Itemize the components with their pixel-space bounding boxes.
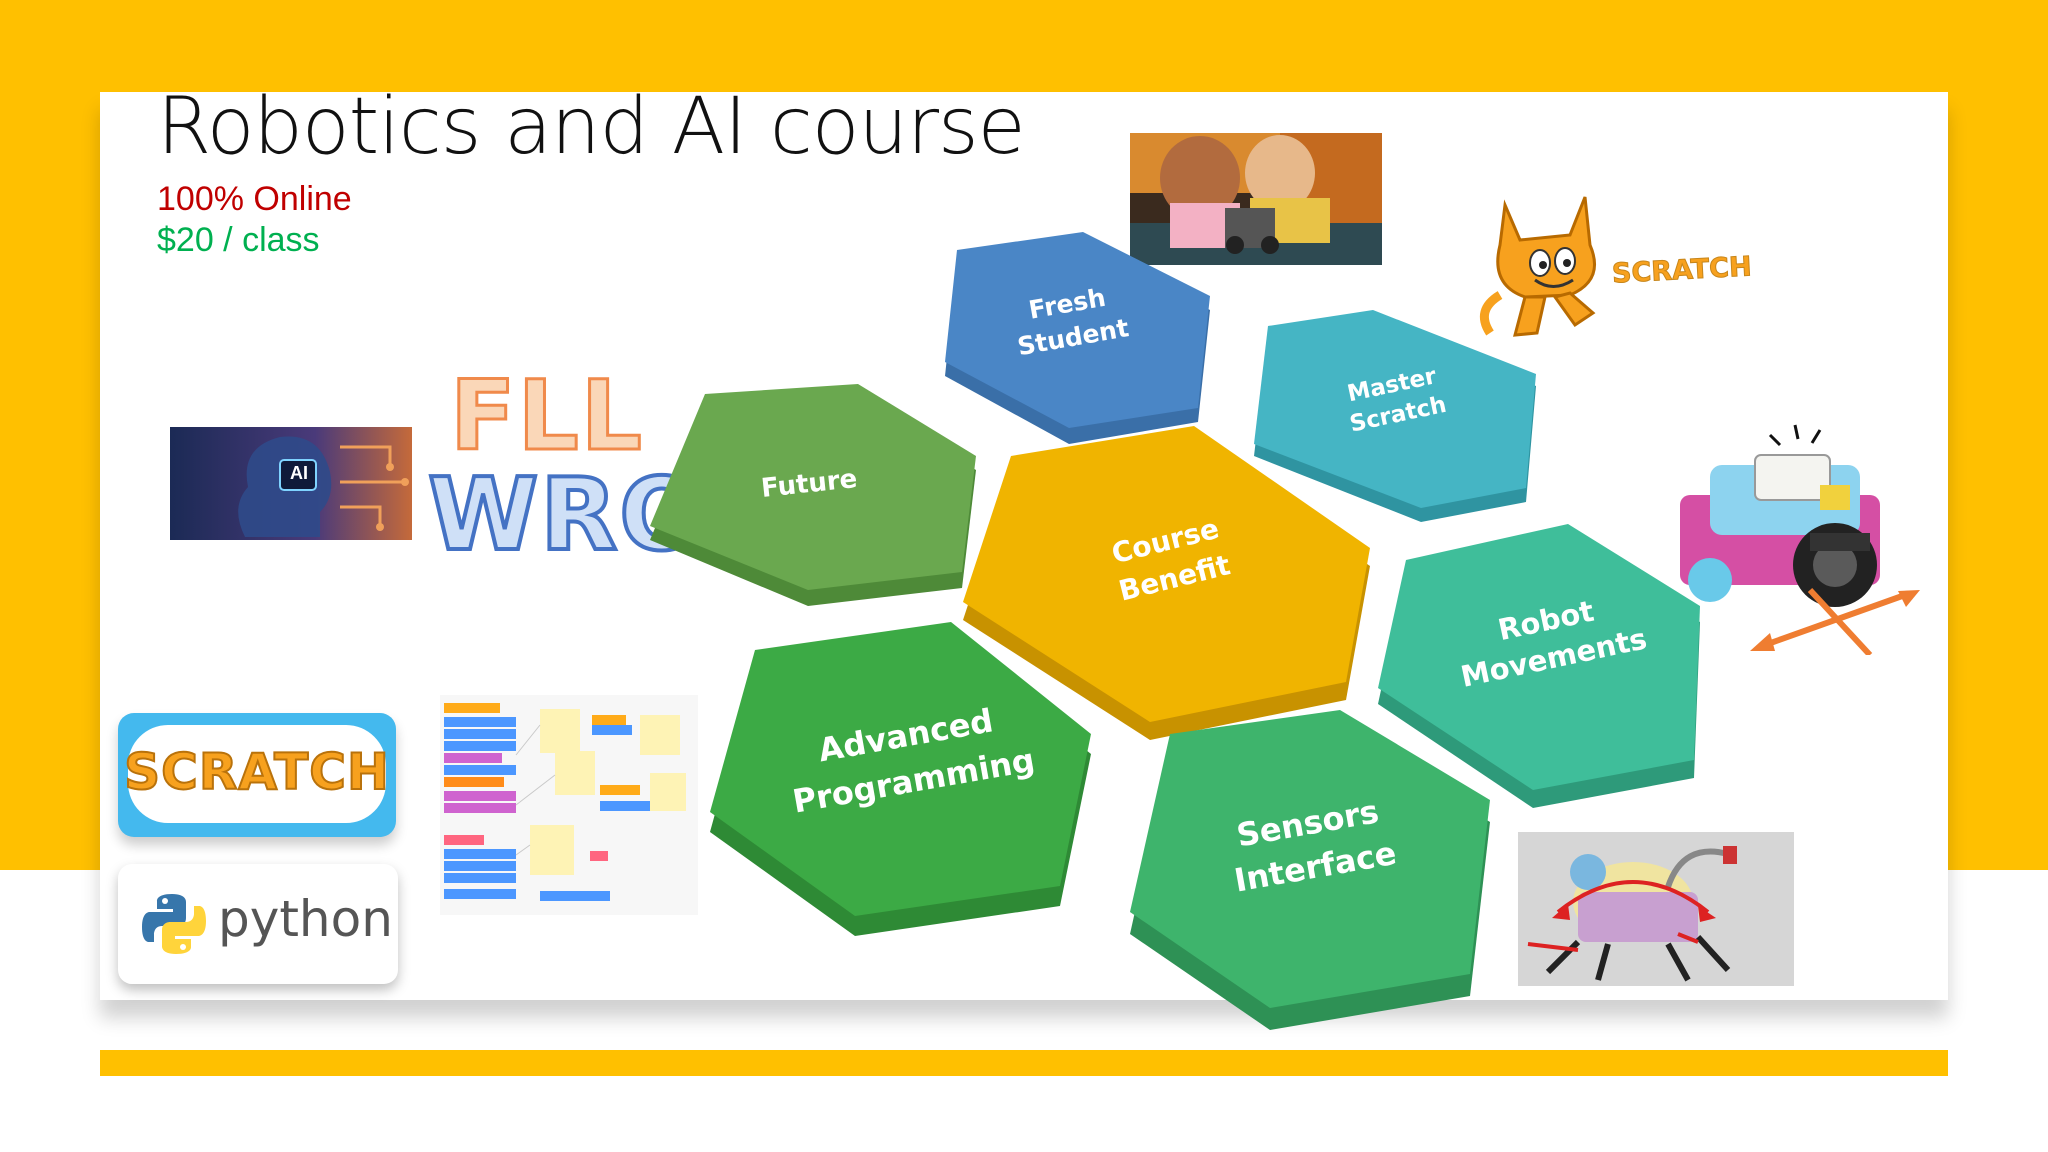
hex-sensors-interface: SensorsInterface [1130, 710, 1490, 1030]
hex-robot-movements: RobotMovements [1378, 524, 1700, 808]
price-subtitle: $20 / class [157, 221, 320, 259]
ai-badge: AI [290, 463, 308, 483]
bottom-accent-band [100, 1050, 1948, 1076]
slide-title: Robotics and AI course [157, 82, 1026, 172]
hex-course-benefit: CourseBenefit [963, 426, 1370, 740]
hex-master-scratch: MasterScratch [1254, 310, 1536, 522]
online-subtitle: 100% Online [157, 180, 352, 218]
scratch-cat-icon [1475, 185, 1615, 345]
kids-robot-photo [1130, 133, 1382, 265]
ai-head-photo: AI [170, 427, 412, 540]
scratch-code-screenshot [440, 695, 698, 915]
hex-fresh-student: FreshStudent [945, 232, 1210, 444]
python-logo-text: python [218, 890, 393, 948]
scratch-logo-text: SCRATCH [123, 742, 390, 802]
hex-advanced-programming: AdvancedProgramming [710, 622, 1091, 936]
python-snake-icon [142, 894, 206, 954]
scratch-logo-card: SCRATCH [118, 713, 396, 837]
scratch-logo-cloud [128, 725, 386, 823]
spider-robot-photo [1518, 832, 1794, 986]
robot-car-illustration [1660, 415, 1930, 658]
fll-logo: FLL [449, 359, 644, 474]
python-logo-card: python [118, 864, 398, 984]
hex-future: Future [650, 384, 976, 606]
